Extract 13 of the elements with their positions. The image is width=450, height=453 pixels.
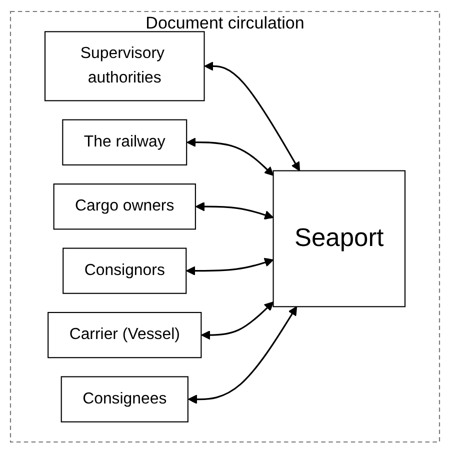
node-box: Carrier (Vessel): [48, 312, 202, 358]
arrow: [195, 202, 274, 220]
node-box: Consignors: [62, 247, 187, 294]
node-box: Consignees: [60, 376, 188, 422]
arrow: [186, 137, 274, 176]
node-box: Seaport: [272, 170, 406, 307]
node-box: Supervisory authorities: [44, 30, 205, 101]
node-box: Cargo owners: [53, 183, 196, 230]
arrow: [201, 301, 274, 340]
arrow: [188, 306, 298, 404]
arrow: [204, 61, 300, 171]
arrow: [186, 258, 274, 276]
node-box: The railway: [62, 119, 188, 166]
